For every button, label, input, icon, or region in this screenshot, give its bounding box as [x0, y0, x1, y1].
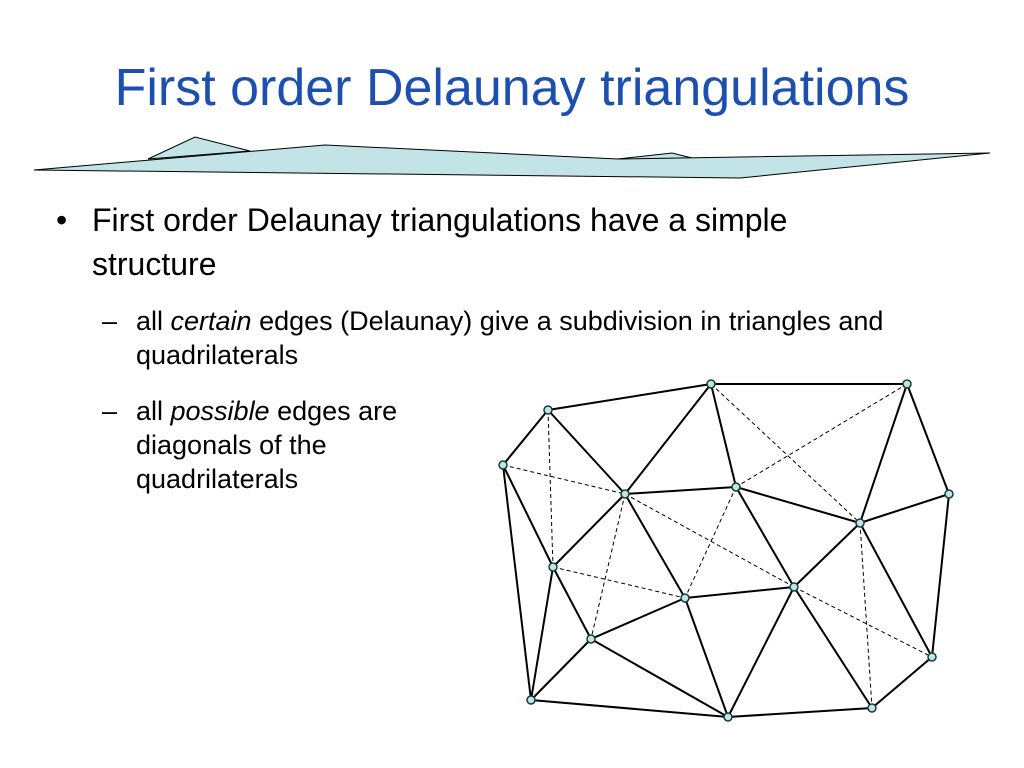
certain-edge	[859, 383, 908, 524]
certain-edge	[624, 383, 712, 495]
certain-edge	[530, 699, 729, 718]
vertex	[548, 562, 558, 572]
certain-edge	[590, 638, 729, 718]
certain-edge	[502, 464, 554, 568]
possible-edge	[859, 522, 873, 709]
possible-edge	[502, 464, 626, 495]
certain-edge	[547, 409, 626, 495]
terrain-peak-left	[147, 136, 251, 160]
vertex	[586, 634, 596, 644]
subbullet-text-pre: all	[136, 306, 171, 336]
bullet-text: First order Delaunay triangulations have…	[92, 202, 788, 282]
certain-edge	[502, 409, 549, 466]
subbullet-text-emphasis: possible	[170, 396, 270, 426]
subbullet-text: all certain edges (Delaunay) give a subd…	[136, 304, 916, 372]
certain-edge	[727, 586, 795, 718]
certain-edge	[590, 597, 686, 640]
certain-edge	[859, 493, 950, 524]
vertex	[902, 379, 912, 389]
possible-edge	[710, 383, 861, 524]
certain-edges	[502, 383, 950, 718]
certain-edge	[906, 383, 950, 495]
page-title: First order Delaunay triangulations	[114, 59, 910, 117]
vertex	[498, 460, 508, 470]
vertex	[867, 703, 877, 713]
possible-edge	[735, 383, 908, 488]
certain-edge	[735, 486, 861, 524]
subbullet-text-pre: all	[136, 396, 171, 426]
certain-edge	[710, 383, 737, 488]
vertex	[543, 405, 553, 415]
certain-edge	[502, 464, 532, 701]
possible-edge	[684, 486, 737, 599]
certain-edge	[624, 486, 737, 495]
vertex	[789, 582, 799, 592]
certain-edge	[793, 586, 873, 709]
vertex	[526, 695, 536, 705]
terrain-band	[33, 144, 991, 179]
certain-edge	[547, 383, 712, 411]
certain-edge	[793, 522, 861, 588]
certain-edge	[552, 493, 626, 568]
subbullet-dash: –	[102, 306, 118, 336]
certain-edge	[727, 707, 873, 718]
certain-edge	[530, 638, 592, 701]
terrain-profile-decoration	[33, 136, 991, 179]
possible-edge	[590, 493, 626, 640]
possible-edge	[624, 493, 795, 588]
certain-edge	[552, 566, 592, 640]
possible-edge	[547, 409, 554, 568]
vertex	[706, 379, 716, 389]
vertex	[927, 652, 937, 662]
possible-edge	[552, 566, 686, 599]
subbullet-text: all possible edges are diagonals of the …	[136, 394, 426, 496]
vertex	[944, 489, 954, 499]
subbullet-text-post: edges are diagonals of the quadrilateral…	[136, 396, 398, 494]
certain-edge	[684, 586, 795, 599]
subbullet-dash: –	[102, 396, 118, 426]
bullet-mark: •	[56, 202, 68, 238]
certain-edge	[735, 486, 795, 588]
vertex	[855, 518, 865, 528]
certain-edge	[859, 522, 933, 658]
subbullet-text-post: edges (Delaunay) give a subdivision in t…	[136, 306, 884, 370]
certain-edge	[684, 597, 729, 718]
certain-edge	[931, 493, 950, 658]
vertex	[731, 482, 741, 492]
certain-edge	[624, 493, 686, 599]
certain-edge	[871, 656, 933, 709]
vertices	[498, 379, 954, 722]
possible-edge	[793, 586, 933, 658]
certain-edge	[530, 566, 554, 701]
possible-edges	[502, 383, 933, 709]
subbullet-text-emphasis: certain	[170, 306, 252, 336]
vertex	[680, 593, 690, 603]
vertex	[723, 712, 733, 722]
vertex	[620, 489, 630, 499]
